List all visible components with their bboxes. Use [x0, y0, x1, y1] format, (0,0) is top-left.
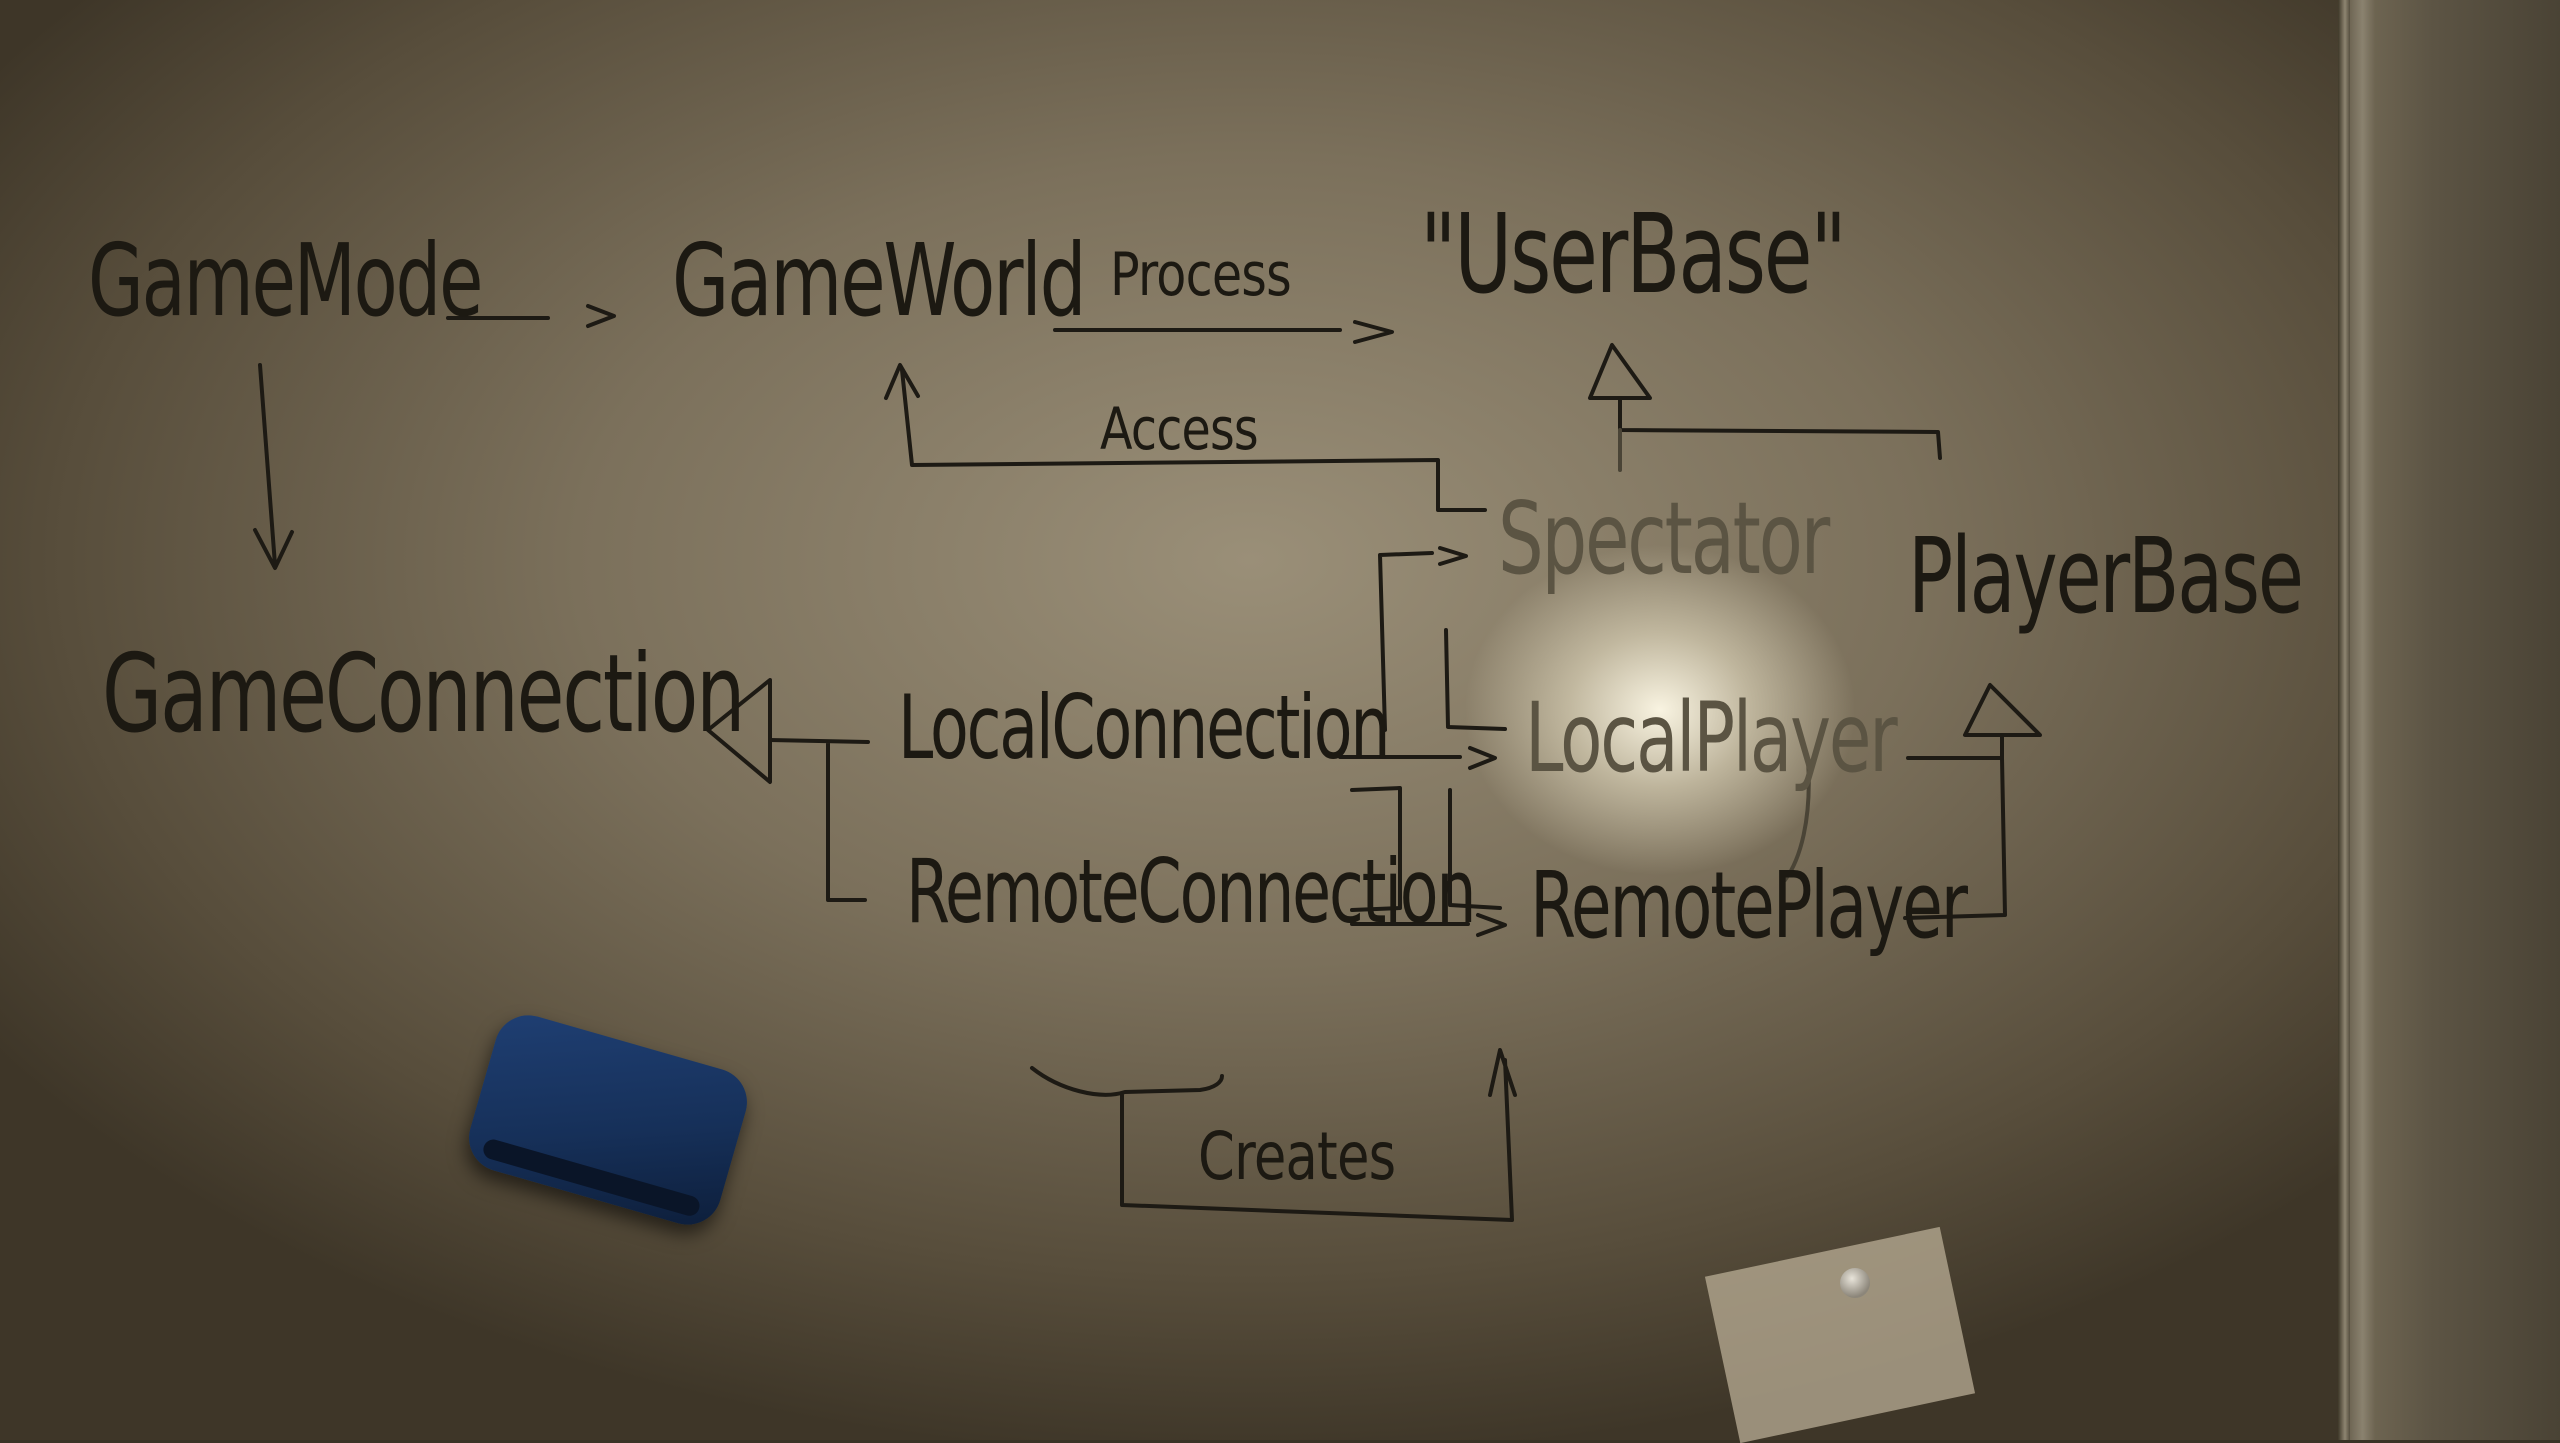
- arrow-gamemode-to-gameworld: [446, 304, 616, 328]
- arrow-local-to-localplayer: [1338, 746, 1497, 770]
- node-player-base: PlayerBase: [1908, 515, 2304, 637]
- node-user-base: "UserBase": [1420, 190, 1847, 318]
- arrow-gamemode-to-gameconnection: [253, 363, 294, 570]
- label-creates: Creates: [1198, 1118, 1396, 1195]
- node-game-mode: GameMode: [88, 222, 483, 339]
- node-spectator: Spectator: [1498, 480, 1830, 597]
- label-process: Process: [1110, 240, 1292, 310]
- whiteboard-frame-edge: [2338, 0, 2352, 1440]
- bracket-spectator: [1378, 546, 1468, 732]
- node-local-player: LocalPlayer: [1525, 682, 1898, 794]
- node-game-connection: GameConnection: [102, 632, 745, 757]
- label-access: Access: [1100, 395, 1259, 463]
- inherit-triangle-gameconnection: [706, 678, 772, 784]
- inherit-triangle-playerbase: [1963, 683, 2042, 737]
- node-local-connection: LocalConnection: [898, 676, 1390, 779]
- creates-bracket: [1030, 1066, 1224, 1097]
- bracket-players: [1448, 788, 1502, 910]
- arrow-process: [1053, 320, 1394, 344]
- arrow-remote-to-remoteplayer: [1350, 913, 1507, 937]
- line-local-player-stem: [1444, 628, 1507, 731]
- node-remote-connection: RemoteConnection: [906, 840, 1477, 943]
- inherit-line-connections: [768, 738, 870, 902]
- curve-local-remote: [1783, 758, 1811, 882]
- wall-right: [2350, 0, 2560, 1440]
- bracket-connections: [1350, 786, 1402, 912]
- inherit-line-playerbase: [1903, 734, 2007, 920]
- arrow-access: [884, 363, 1487, 512]
- node-remote-player: RemotePlayer: [1530, 852, 1968, 959]
- creates-box: [1120, 1048, 1517, 1222]
- node-game-world: GameWorld: [672, 222, 1087, 339]
- inherit-triangle-userbase: [1588, 343, 1652, 400]
- inherit-line-userbase: [1618, 396, 1942, 460]
- magnet: [1840, 1268, 1870, 1298]
